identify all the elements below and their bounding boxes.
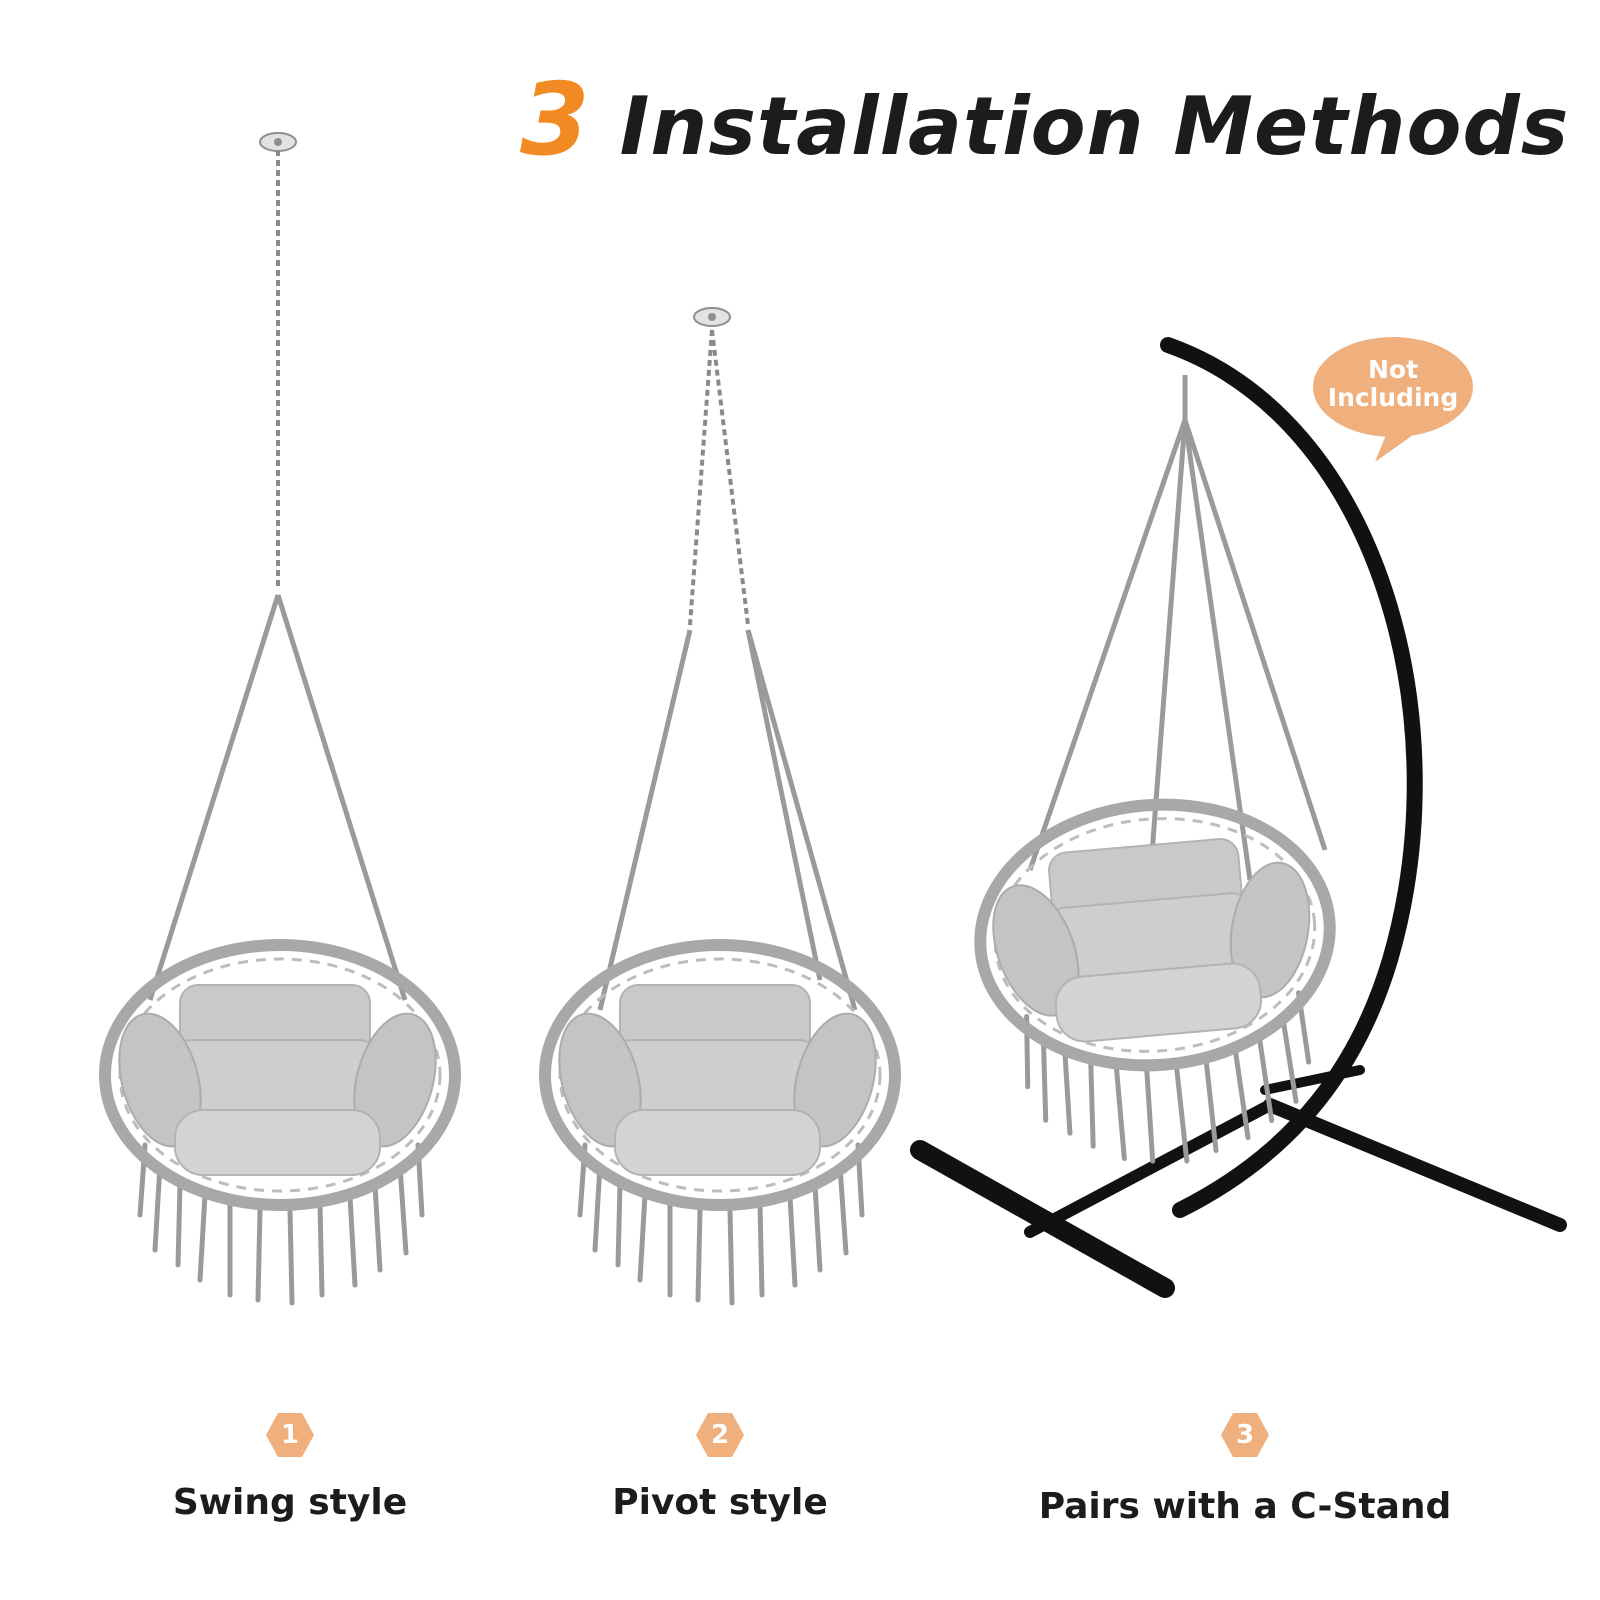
method-badge-number: 3: [1235, 1420, 1255, 1450]
swing-style-illustration: [105, 132, 455, 1303]
method-caption-1: Swing style: [172, 1482, 408, 1523]
method-badge-number: 1: [280, 1420, 300, 1450]
not-including-line2: Including: [1327, 383, 1459, 412]
hexagon-badge-icon: [266, 1413, 314, 1457]
ceiling-hook-icon: [259, 132, 297, 152]
hexagon-badge-icon: [696, 1413, 744, 1457]
not-including-line1: Not: [1367, 355, 1419, 384]
title-text: Installation Methods: [619, 80, 1570, 173]
hexagon-badge-icon: [1221, 1413, 1269, 1457]
speech-bubble-icon: [1313, 337, 1473, 462]
c-stand-illustration: [910, 337, 1567, 1298]
ceiling-hook-icon: [693, 307, 731, 327]
hanging-chair-icon: [545, 945, 895, 1303]
method-badge-1: 1: [265, 1410, 315, 1460]
method-caption-3: Pairs with a C-Stand: [1038, 1486, 1452, 1527]
method-badge-number: 2: [710, 1420, 730, 1450]
method-badge-3: 3: [1220, 1410, 1270, 1460]
title-number: 3: [520, 61, 590, 178]
pivot-style-illustration: [545, 307, 895, 1303]
method-caption-2: Pivot style: [612, 1482, 828, 1523]
c-stand-icon: [910, 337, 1567, 1298]
not-including-label: Not Including: [1318, 356, 1468, 412]
method-badge-2: 2: [695, 1410, 745, 1460]
chain-icon: [688, 329, 750, 626]
